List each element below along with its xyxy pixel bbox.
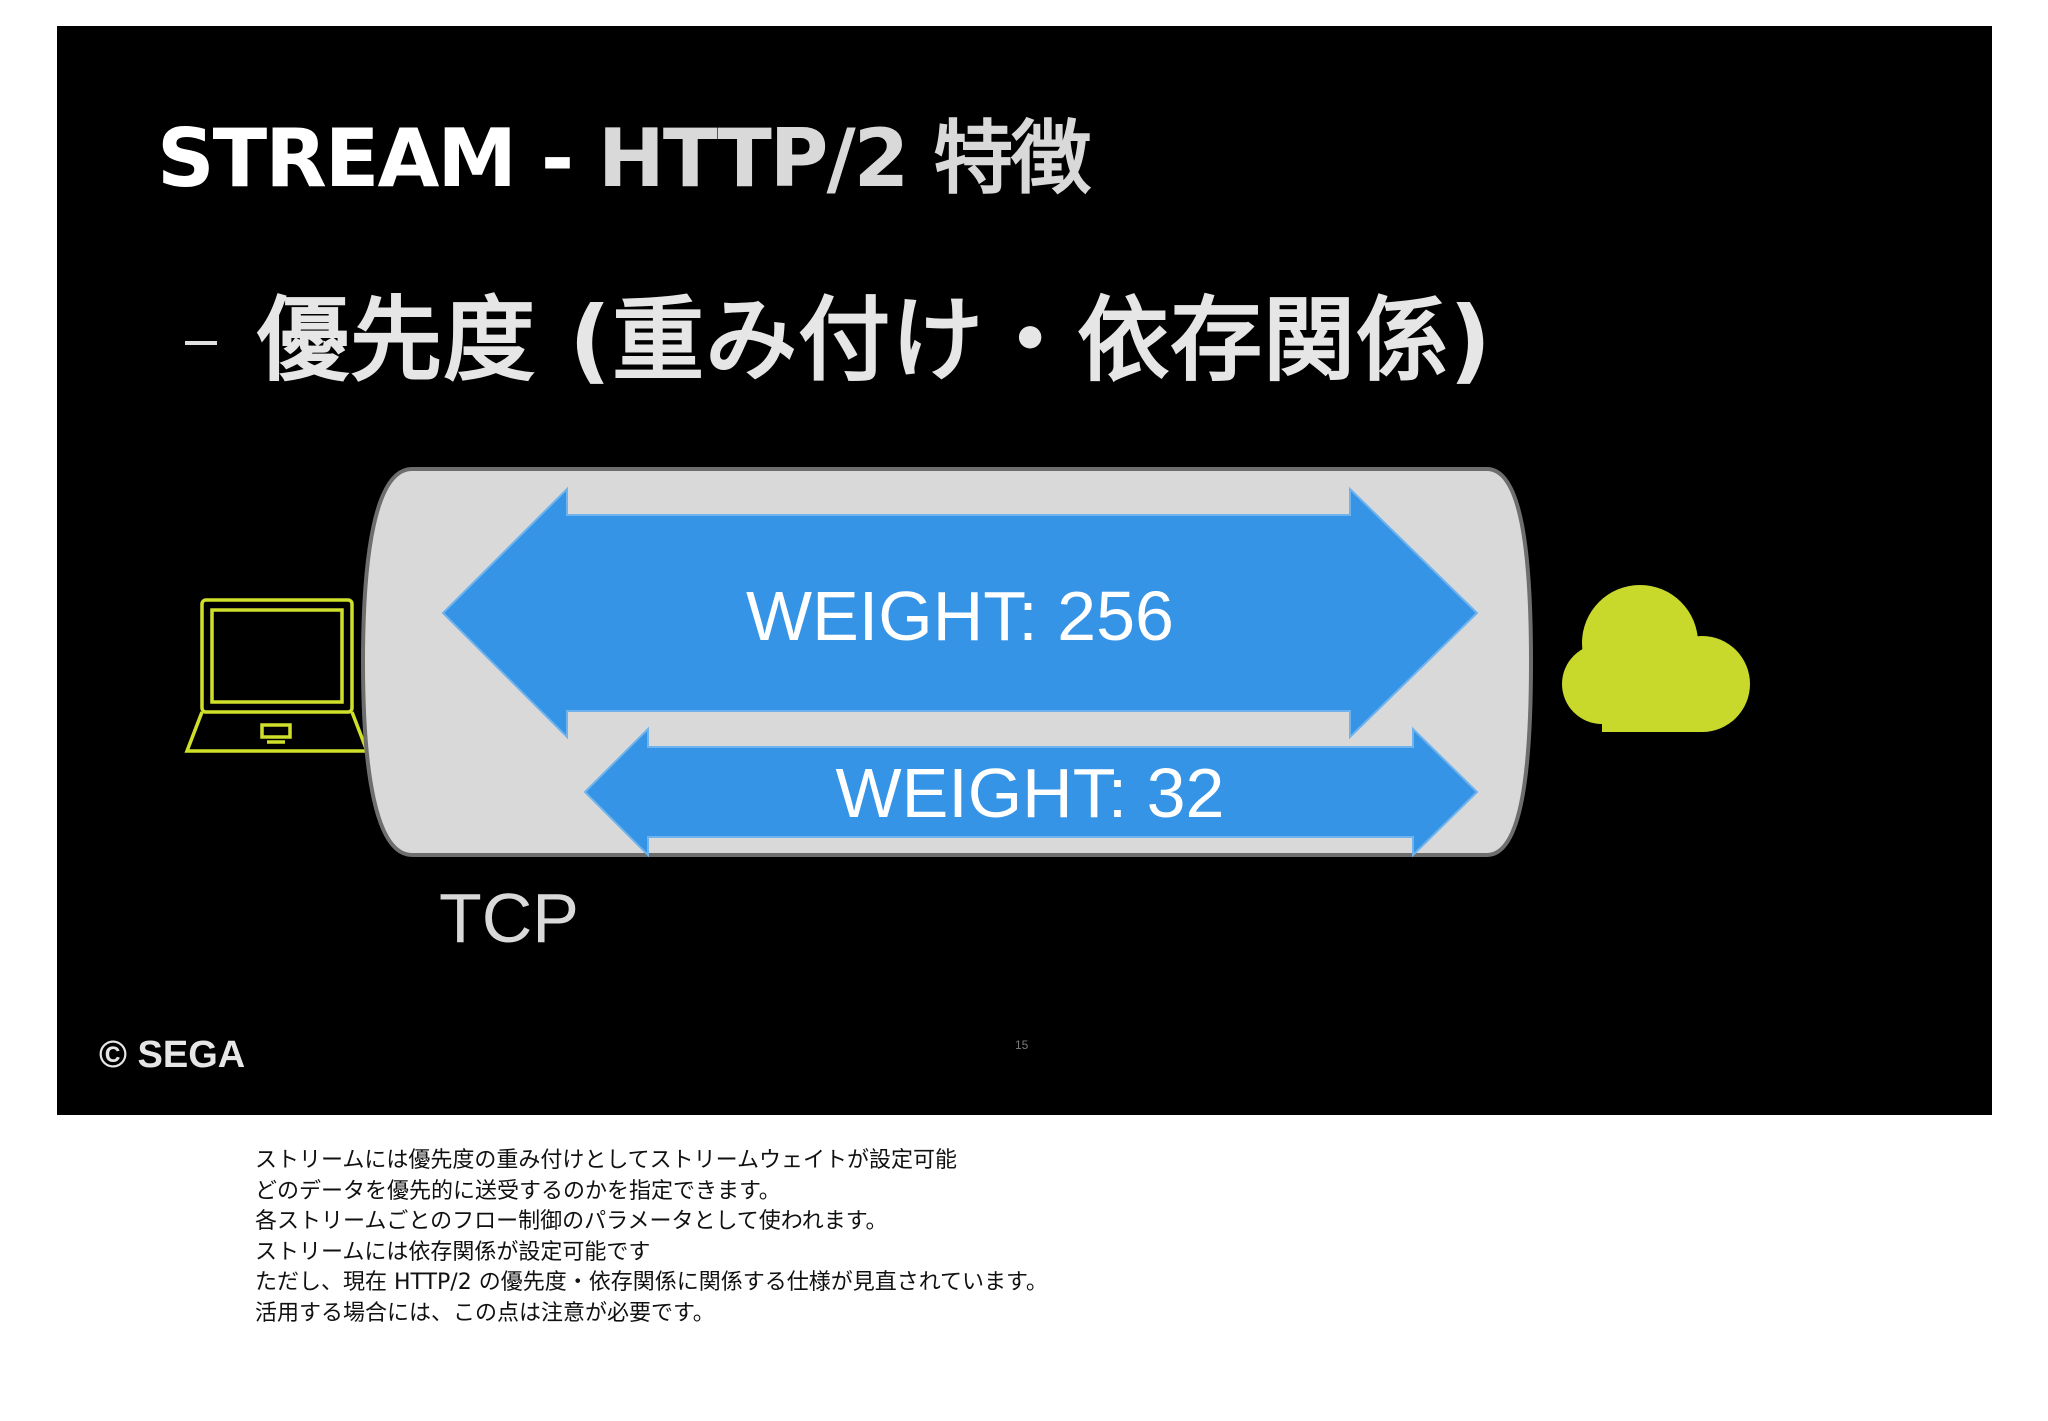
speaker-notes: ストリームには優先度の重み付けとしてストリームウェイトが設定可能 どのデータを優… xyxy=(255,1146,1048,1329)
weight-32-arrow xyxy=(583,726,1479,858)
laptop-icon xyxy=(184,598,370,753)
notes-line: ストリームには依存関係が設定可能です xyxy=(255,1239,651,1265)
notes-line: ただし、現在 HTTP/2 の優先度・依存関係に関係する仕様が見直されています。 xyxy=(255,1270,1048,1295)
notes-line: どのデータを優先的に送受するのかを指定できます。 xyxy=(255,1178,781,1204)
notes-line: 各ストリームごとのフロー制御のパラメータとして使われます。 xyxy=(255,1209,888,1234)
page-number: 15 xyxy=(1015,1038,1029,1052)
cloud-icon xyxy=(1562,585,1750,732)
copyright: © SEGA xyxy=(99,1034,246,1076)
notes-line: ストリームには優先度の重み付けとしてストリームウェイトが設定可能 xyxy=(255,1148,958,1173)
bullet-dash xyxy=(185,341,217,345)
weight-256-label: WEIGHT: 256 xyxy=(746,577,1174,655)
slide-title-sub: HTTP/2 特徴 xyxy=(597,112,1091,205)
notes-line: 活用する場合には、この点は注意が必要です。 xyxy=(255,1300,715,1326)
tcp-label: TCP xyxy=(439,879,579,957)
slide-title-main: STREAM - xyxy=(157,112,598,205)
slide: STREAM - HTTP/2 特徴 優先度 (重み付け・依存関係) WEIGH… xyxy=(57,26,1992,1115)
slide-title: STREAM - HTTP/2 特徴 xyxy=(157,94,1091,210)
weight-32-label: WEIGHT: 32 xyxy=(836,754,1225,832)
priority-diagram: WEIGHT: 256 WEIGHT: 32 xyxy=(184,467,1750,858)
bullet-text: 優先度 (重み付け・依存関係) xyxy=(257,287,1493,394)
weight-256-arrow xyxy=(441,486,1479,740)
